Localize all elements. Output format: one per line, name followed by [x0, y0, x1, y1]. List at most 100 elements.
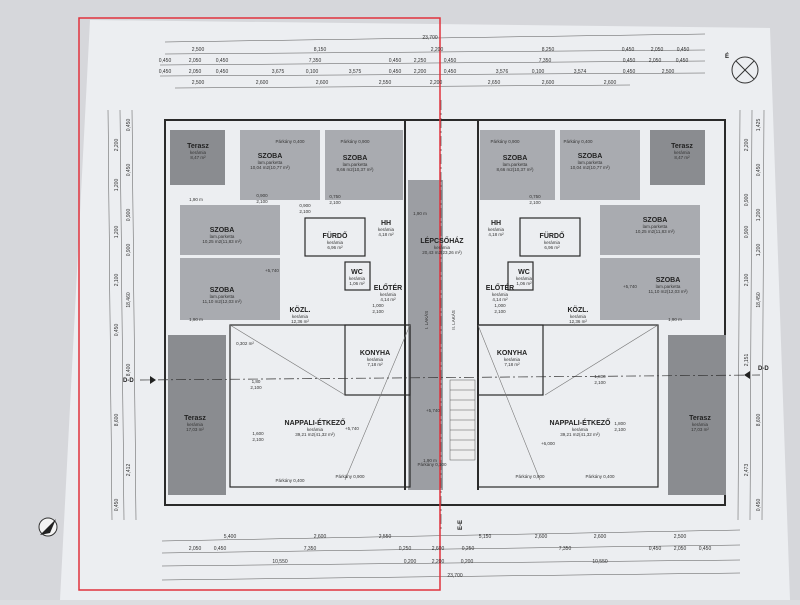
dimension-value: 2,050 [651, 47, 664, 53]
top-dimension-lines [159, 33, 706, 89]
room-name: HH [491, 220, 501, 227]
door-dimension: 2,100 [299, 209, 311, 214]
room-area: 11,10 m2(12,03 m²) [202, 299, 242, 304]
door-dimension: 2,100 [372, 309, 384, 314]
selection-highlight-box [78, 17, 441, 591]
dimension-value: 23,700 [422, 35, 438, 41]
room-area: 8,66 m2(10,37 m²) [336, 167, 374, 172]
dimension-value: 0,450 [389, 58, 402, 64]
room-area: 4,14 m² [380, 297, 396, 302]
room-floor-material: kerámia [492, 292, 509, 297]
stairwell-floor-material: kerámia [434, 245, 451, 250]
window-sill-label: Párkány 0,400 [275, 139, 305, 144]
dimension-value: 2,100 [744, 274, 750, 287]
section-arrow-left-icon [150, 376, 156, 384]
dimension-value: 2,600 [314, 534, 327, 540]
dimension-value: 2,600 [542, 80, 555, 86]
north-arrow-icon [38, 517, 58, 537]
room-floor-material: kerámia [692, 422, 709, 427]
dimension-value: 0,450 [126, 164, 132, 177]
window-sill-label: Párkány 0,900 [515, 474, 545, 479]
room-floor-material: lam.parketta [343, 162, 368, 167]
room-name: ELŐTÉR [374, 283, 402, 292]
room-floor-material: lam.parketta [210, 234, 235, 239]
section-label-ee: E-E [458, 520, 464, 530]
dimension-value: 1,200 [114, 226, 120, 239]
room-fills [168, 130, 726, 495]
room-name: SZOBA [343, 155, 368, 162]
room-name: WC [518, 269, 530, 276]
dimension-value: 8,600 [756, 414, 762, 427]
apartment-label: I. LAKÁS [423, 311, 429, 329]
room-area: 1,06 m² [349, 281, 365, 286]
room-area: 12,36 m² [569, 319, 587, 324]
door-dimension: 1,000 [494, 303, 506, 308]
door-dimension: 1,000 [372, 303, 384, 308]
dimension-value: 23,700 [447, 573, 463, 579]
room-area: 8,47 m² [190, 155, 206, 160]
dimension-value: 2,600 [256, 80, 269, 86]
dimension-value: 2,200 [744, 139, 750, 152]
dimension-value: 0,450 [622, 47, 635, 53]
dimension-value: 2,412 [126, 464, 132, 477]
room-floor-material: kerámia [570, 314, 587, 319]
room-floor-material: kerámia [378, 227, 395, 232]
side-dimension-lines [107, 109, 765, 521]
room-floor-material: lam.parketta [656, 284, 681, 289]
dimension-value: 8,250 [542, 47, 555, 53]
dimension-value: 3,575 [349, 69, 362, 75]
room-area: 39,21 m2(41,32 m²) [295, 432, 335, 437]
room-area: 39,21 m2(41,32 m²) [560, 432, 600, 437]
room-area: 10,04 m2(10,77 m²) [250, 165, 290, 170]
dimension-value: 0,250 [462, 546, 475, 552]
dimension-value: 2,250 [414, 58, 427, 64]
door-dimension: 1,600 [252, 431, 264, 436]
dimension-value: 2,550 [379, 80, 392, 86]
stairwell-area: 20,43 m2(23,26 m²) [422, 250, 462, 255]
dimension-value: 0,200 [461, 559, 474, 565]
room-floor-material: kerámia [190, 150, 207, 155]
door-dimension: 2,100 [252, 437, 264, 442]
room-name: SZOBA [210, 287, 235, 294]
room-name: KÖZL. [568, 305, 589, 314]
dimension-value: 0,450 [126, 119, 132, 132]
room-name: SZOBA [503, 155, 528, 162]
room-name: Terasz [187, 143, 209, 150]
dimension-value: 18,450 [756, 292, 762, 308]
dimension-value: 0,450 [623, 69, 636, 75]
door-dimension: 1,800 [614, 421, 626, 426]
door-dimension: 1,80 [252, 379, 261, 384]
dimension-value: 1,200 [114, 179, 120, 192]
north-label: É [725, 52, 729, 60]
room-floor-material: lam.parketta [210, 294, 235, 299]
dimension-value: 2,600 [604, 80, 617, 86]
room-area: 4,18 m² [488, 232, 504, 237]
dimension-value: 2,600 [432, 546, 445, 552]
dimension-value: 0,450 [159, 69, 172, 75]
dimension-value: 0,450 [677, 47, 690, 53]
stairwell-name: LÉPCSŐHÁZ [420, 236, 464, 245]
dimension-value: 2,200 [114, 139, 120, 152]
dimension-value: 1,425 [756, 119, 762, 132]
dimension-value: 2,050 [189, 69, 202, 75]
room-name: NAPPALI-ÉTKEZŐ [550, 418, 611, 427]
door-dimension: 0,900 [256, 193, 268, 198]
window-sill-label: Párkány 0,900 [340, 139, 370, 144]
room-name: KONYHA [360, 350, 390, 357]
room-floor-material: kerámia [187, 422, 204, 427]
room-area: 17,03 m² [691, 427, 709, 432]
dimension-value: 2,200 [432, 559, 445, 565]
dimension-value: 2,550 [379, 534, 392, 540]
door-dimension: 2,100 [529, 200, 541, 205]
room-area: 10,25 m2(11,83 m²) [635, 229, 675, 234]
dimension-value: 8,150 [314, 47, 327, 53]
door-dimension: 2,100 [329, 200, 341, 205]
window-sill-label: Párkány 0,900 [490, 139, 520, 144]
room-floor-material: kerámia [349, 276, 366, 281]
room-name: KONYHA [497, 350, 527, 357]
dimension-value: 1,200 [756, 209, 762, 222]
dimension-value: 0,450 [389, 69, 402, 75]
dimension-value: 2,500 [192, 47, 205, 53]
room-area: 1,06 m² [516, 281, 532, 286]
